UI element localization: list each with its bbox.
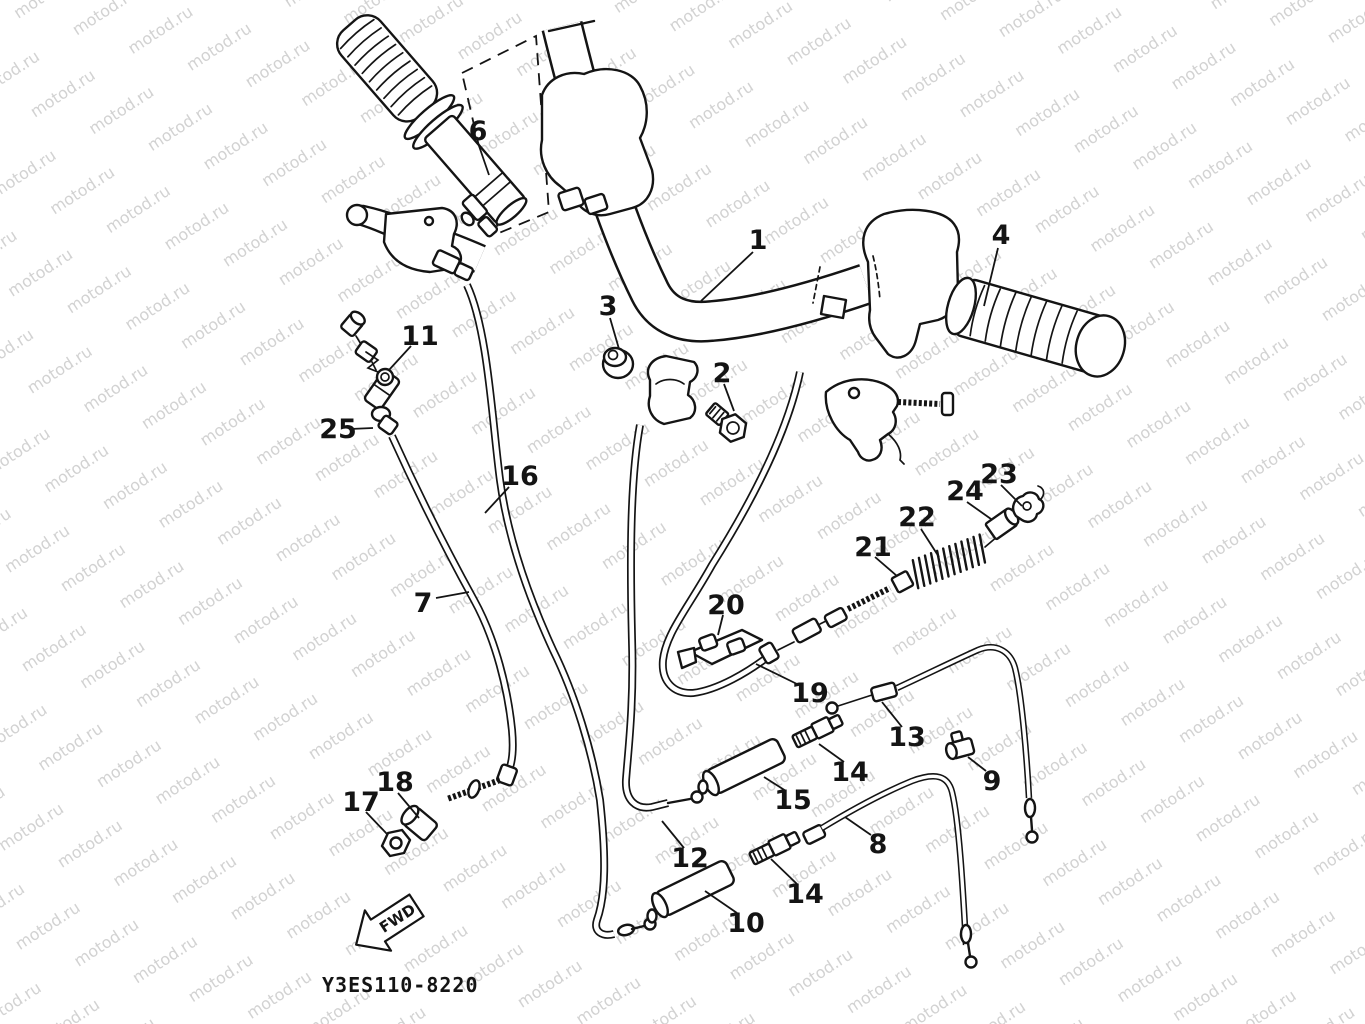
cover-tube-10: [650, 860, 735, 919]
callout-2: 2: [713, 358, 732, 389]
cable-end-adjuster-25: [340, 310, 401, 436]
callout-14a: 14: [831, 757, 869, 788]
connector-14-upper: [791, 714, 844, 749]
clip-9: [944, 730, 976, 761]
fwd-arrow: FWD: [355, 893, 425, 952]
callout-12: 12: [671, 843, 709, 874]
right-grip: [944, 276, 1127, 378]
callout-17: 17: [342, 787, 380, 818]
callout-10: 10: [727, 908, 765, 939]
connector-14-lower: [748, 831, 801, 866]
callout-3: 3: [599, 291, 618, 322]
callout-18: 18: [376, 767, 414, 798]
ferrule-small-upper: [697, 779, 709, 795]
callout-13: 13: [888, 722, 926, 753]
callout-22: 22: [898, 502, 936, 533]
callout-8: 8: [869, 829, 888, 860]
cable-13: [825, 644, 1039, 844]
callout-24: 24: [946, 476, 984, 507]
leader-lines: [349, 142, 1023, 914]
callout-16: 16: [501, 461, 539, 492]
cover-tube-15: [701, 738, 786, 797]
callout-19: 19: [791, 678, 829, 709]
callout-21: 21: [854, 532, 892, 563]
callout-14b: 14: [786, 879, 824, 910]
brake-cable-16: [463, 283, 657, 939]
throttle-housing: [819, 208, 961, 359]
part-code: Y3ES110-8220: [322, 973, 479, 997]
callout-1: 1: [749, 225, 768, 256]
bolt-11: [375, 367, 395, 387]
callout-23: 23: [980, 459, 1018, 490]
throttle-cable-19: [658, 371, 1045, 698]
bolt-2: [705, 402, 748, 443]
housing-bracket: [824, 378, 955, 465]
ferrule-small-lower: [646, 908, 658, 924]
nut-17: [380, 828, 412, 858]
cable-12: [621, 424, 704, 812]
nut-21: [890, 570, 915, 594]
cable-8: [802, 773, 978, 969]
clip-23: [1012, 485, 1045, 523]
brake-lever-assembly: [345, 203, 474, 282]
callout-9: 9: [983, 766, 1002, 797]
cable-7: [380, 434, 518, 858]
callout-15: 15: [774, 785, 812, 816]
callout-7: 7: [414, 588, 433, 619]
callout-6: 6: [469, 116, 488, 147]
upper-holder: [539, 67, 655, 217]
guide-bracket-20: [676, 628, 764, 670]
callout-20: 20: [707, 590, 745, 621]
callout-25: 25: [319, 414, 357, 445]
center-clamp: [601, 346, 748, 443]
spring-22: [911, 533, 987, 590]
cover-18: [400, 804, 439, 842]
barrel-24: [984, 507, 1020, 541]
callout-numbers: 1 2 3 4 6 7 8 9 10 11 12 13 14 14 15 16 …: [319, 116, 1018, 939]
callout-11: 11: [401, 321, 439, 352]
callout-4: 4: [992, 220, 1011, 251]
left-grip-assembly: [335, 14, 528, 238]
